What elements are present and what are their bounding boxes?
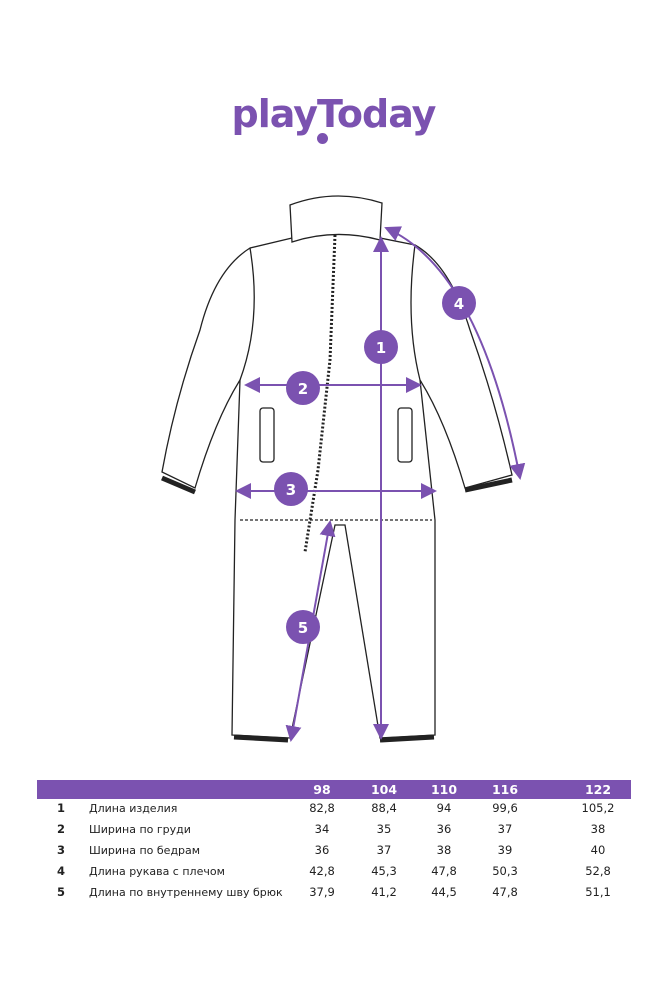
- row-value: 37: [376, 843, 392, 857]
- row-value: 105,2: [581, 801, 615, 815]
- row-label: Длина по внутреннему шву брюк: [89, 886, 283, 899]
- size-header: 110: [430, 782, 458, 797]
- row-value: 35: [376, 822, 392, 836]
- logo-dot: [317, 133, 328, 144]
- row-label: Ширина по бедрам: [89, 844, 201, 857]
- marker-label: 3: [286, 481, 296, 499]
- table-row: 1 Длина изделия 82,8 88,4 94 99,6 105,2: [37, 799, 631, 820]
- size-header-row: 98 104 110 116 122: [37, 780, 631, 799]
- row-value: 99,6: [492, 801, 518, 815]
- size-table: 98 104 110 116 122 1 Длина изделия 82,8 88,…: [37, 780, 631, 904]
- marker-label: 4: [454, 295, 464, 313]
- marker-3: 3: [274, 472, 308, 506]
- size-header: 98: [313, 782, 331, 797]
- row-value: 47,8: [492, 885, 518, 899]
- jumpsuit-outline: [161, 195, 513, 743]
- row-value: 82,8: [309, 801, 335, 815]
- table-row: 3 Ширина по бедрам 36 37 38 39 40: [37, 841, 631, 862]
- arrow-sleeve: [384, 226, 526, 480]
- row-value: 41,2: [371, 885, 397, 899]
- row-value: 37,9: [309, 885, 335, 899]
- marker-2: 2: [286, 371, 320, 405]
- marker-label: 2: [298, 380, 308, 398]
- row-label: Длина рукава с плечом: [89, 865, 225, 878]
- marker-label: 1: [376, 339, 386, 357]
- brand-logo: playToday: [231, 92, 437, 136]
- row-value: 50,3: [492, 864, 518, 878]
- row-label: Длина изделия: [89, 802, 178, 815]
- row-value: 38: [436, 843, 452, 857]
- table-row: 4 Длина рукава с плечом 42,8 45,3 47,8 50,3 52…: [37, 862, 631, 883]
- row-value: 44,5: [431, 885, 457, 899]
- row-value: 42,8: [309, 864, 335, 878]
- row-value: 47,8: [431, 864, 457, 878]
- marker-label: 5: [298, 619, 308, 637]
- row-value: 40: [590, 843, 606, 857]
- row-value: 88,4: [371, 801, 397, 815]
- row-number: 1: [57, 801, 66, 815]
- row-value: 36: [436, 822, 452, 836]
- row-value: 52,8: [585, 864, 611, 878]
- size-header: 104: [370, 782, 398, 797]
- row-value: 37: [497, 822, 513, 836]
- row-number: 3: [57, 843, 66, 857]
- row-value: 94: [436, 801, 452, 815]
- row-number: 2: [57, 822, 66, 836]
- row-label: Ширина по груди: [89, 823, 191, 836]
- table-row: 2 Ширина по груди 34 35 36 37 38: [37, 820, 631, 841]
- marker-5: 5: [286, 610, 320, 644]
- size-header: 116: [491, 782, 519, 797]
- row-value: 34: [314, 822, 330, 836]
- row-value: 45,3: [371, 864, 397, 878]
- row-number: 4: [57, 864, 66, 878]
- size-header: 122: [584, 782, 612, 797]
- row-value: 39: [497, 843, 513, 857]
- table-row: 5 Длина по внутреннему шву брюк 37,9 41,2 44…: [37, 883, 631, 904]
- row-number: 5: [57, 885, 66, 899]
- row-value: 51,1: [585, 885, 611, 899]
- row-value: 38: [590, 822, 606, 836]
- row-value: 36: [314, 843, 330, 857]
- marker-4: 4: [442, 286, 476, 320]
- jumpsuit-diagram: 1 2 3 4 5: [161, 195, 526, 743]
- marker-1: 1: [364, 330, 398, 364]
